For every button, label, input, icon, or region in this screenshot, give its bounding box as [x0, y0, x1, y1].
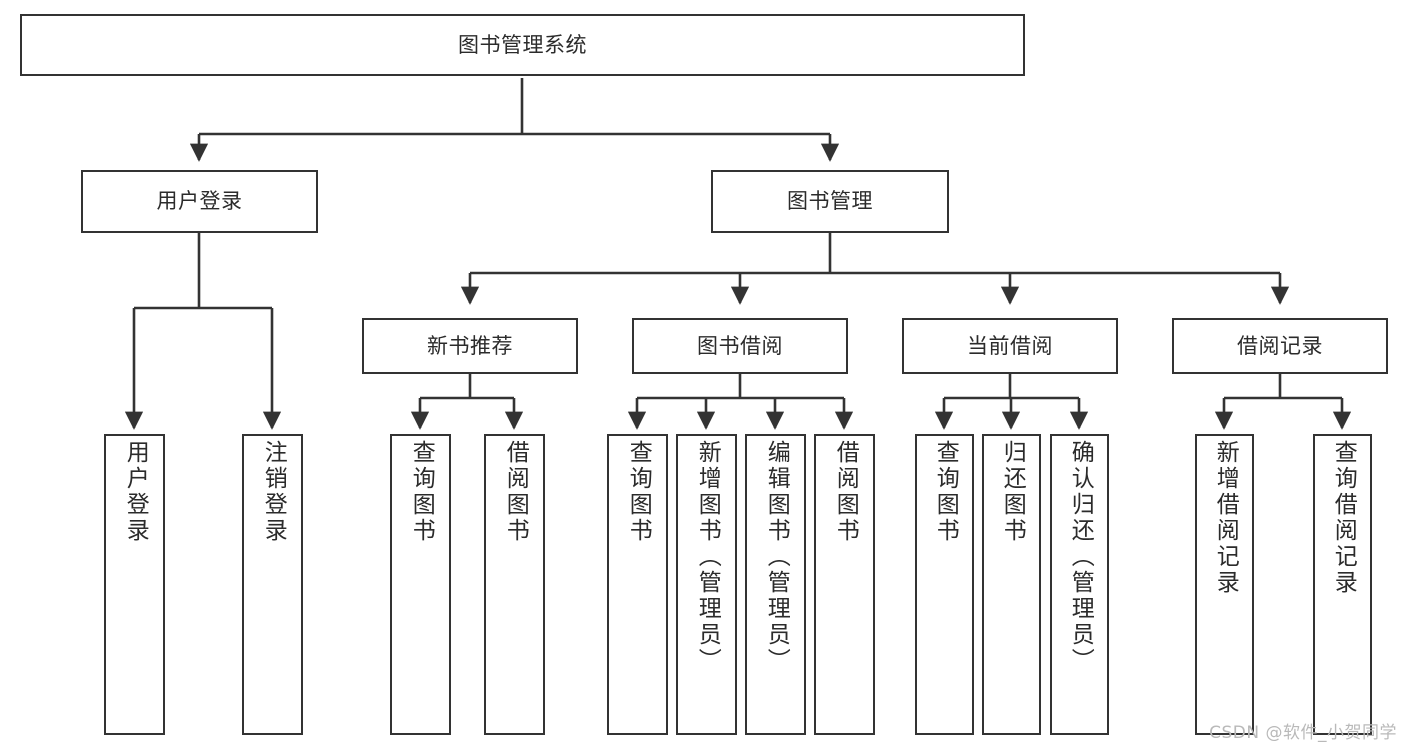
node-current-borrow-label: 当前借阅: [967, 333, 1053, 358]
node-leaf-confirm-return[interactable]: 确认归还（管理员）: [1050, 434, 1109, 735]
node-leaf-query-book-1[interactable]: 查询图书: [390, 434, 451, 735]
node-leaf-edit-book-label: 编辑图书（管理员）: [763, 440, 790, 674]
node-user-login-label: 用户登录: [156, 189, 243, 214]
node-leaf-login-label: 用户登录: [122, 440, 149, 544]
node-leaf-login[interactable]: 用户登录: [104, 434, 165, 735]
node-current-borrow[interactable]: 当前借阅: [902, 318, 1118, 374]
node-borrow-record-label: 借阅记录: [1237, 333, 1323, 358]
node-borrow-record[interactable]: 借阅记录: [1172, 318, 1388, 374]
node-leaf-return-book-label: 归还图书: [999, 440, 1026, 544]
node-leaf-edit-book[interactable]: 编辑图书（管理员）: [745, 434, 806, 735]
node-book-borrow-label: 图书借阅: [697, 333, 783, 358]
node-leaf-add-book-label: 新增图书（管理员）: [694, 440, 721, 674]
node-leaf-query-book-3[interactable]: 查询图书: [915, 434, 974, 735]
node-leaf-logout[interactable]: 注销登录: [242, 434, 303, 735]
node-new-book-rec[interactable]: 新书推荐: [362, 318, 578, 374]
node-new-book-rec-label: 新书推荐: [427, 333, 513, 358]
node-leaf-add-record[interactable]: 新增借阅记录: [1195, 434, 1254, 735]
node-leaf-borrow-book-1-label: 借阅图书: [502, 440, 529, 544]
node-leaf-query-record-label: 查询借阅记录: [1330, 440, 1357, 596]
node-leaf-query-book-2-label: 查询图书: [625, 440, 652, 544]
node-root[interactable]: 图书管理系统: [20, 14, 1025, 76]
watermark: CSDN @软件_小贺同学: [1209, 723, 1397, 743]
node-leaf-borrow-book-2[interactable]: 借阅图书: [814, 434, 875, 735]
node-book-borrow[interactable]: 图书借阅: [632, 318, 848, 374]
node-leaf-add-book[interactable]: 新增图书（管理员）: [676, 434, 737, 735]
node-root-label: 图书管理系统: [458, 32, 587, 57]
node-leaf-borrow-book-2-label: 借阅图书: [832, 440, 859, 544]
node-leaf-add-record-label: 新增借阅记录: [1212, 440, 1239, 596]
node-book-mgmt-label: 图书管理: [787, 189, 873, 214]
node-leaf-query-book-2[interactable]: 查询图书: [607, 434, 668, 735]
node-leaf-return-book[interactable]: 归还图书: [982, 434, 1041, 735]
node-leaf-confirm-return-label: 确认归还（管理员）: [1067, 440, 1094, 674]
node-leaf-query-record[interactable]: 查询借阅记录: [1313, 434, 1372, 735]
node-leaf-logout-label: 注销登录: [260, 440, 287, 544]
node-leaf-query-book-1-label: 查询图书: [408, 440, 435, 544]
node-leaf-borrow-book-1[interactable]: 借阅图书: [484, 434, 545, 735]
node-leaf-query-book-3-label: 查询图书: [932, 440, 959, 544]
node-book-mgmt[interactable]: 图书管理: [711, 170, 949, 233]
node-user-login[interactable]: 用户登录: [81, 170, 318, 233]
